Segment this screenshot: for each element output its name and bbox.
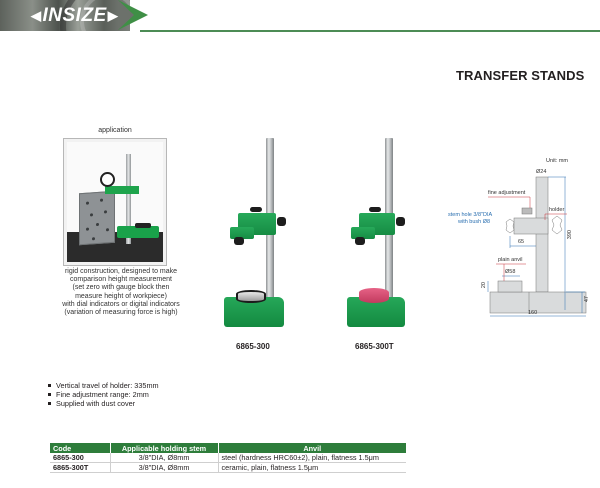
stem-bush-label: with bush Ø8 [458, 219, 491, 225]
anvil-height-dimension: 20 [481, 282, 487, 289]
angle-plate [79, 190, 115, 246]
header-holding-stem: Applicable holding stem [110, 443, 219, 453]
product-code-label: 6865-300T [355, 342, 394, 351]
dimension-drawing-svg [487, 176, 587, 317]
fine-adjustment-label: fine adjustment [488, 190, 526, 196]
column-diameter-label: Ø24 [536, 169, 547, 175]
header-divider [140, 30, 600, 32]
technical-drawing: Unit: mm Ø24 fine adjustment holder stem… [448, 150, 600, 320]
feature-list: Vertical travel of holder: 335mm Fine ad… [48, 381, 159, 408]
banner-chevron-inner-icon [118, 0, 134, 30]
header-code: Code [50, 443, 111, 453]
fine-adjust-knob-icon [250, 207, 262, 212]
cell-anvil: ceramic, plain, flatness 1.5μm [218, 462, 406, 473]
height-dimension: 390 [567, 230, 573, 240]
table-row: 6865-300 3/8"DIA, Ø8mm steel (hardness H… [50, 453, 406, 463]
cell-code: 6865-300 [50, 453, 111, 463]
brand-name: INSIZE [42, 5, 107, 26]
feature-item: Fine adjustment range: 2mm [48, 390, 159, 399]
base-height-dimension: 47 [584, 296, 590, 303]
holder-label: holder [549, 207, 565, 213]
brand-logo: ◀ INSIZE ▶ [30, 5, 119, 27]
arrow-left-icon: ◀ [31, 8, 42, 23]
application-caption: application [98, 127, 132, 134]
application-photo [63, 138, 167, 266]
stem-hole-label: stem hole 3/8"DIA [448, 212, 493, 218]
product-image-6865-300T: 6865-300T [345, 135, 425, 351]
clamp-knob-icon [396, 217, 405, 226]
ceramic-anvil [359, 288, 389, 303]
fine-adjust-knob-icon [369, 207, 381, 212]
product-image-6865-300: 6865-300 [220, 135, 300, 351]
cell-anvil: steel (hardness HRC60±2), plain, flatnes… [218, 453, 406, 463]
clamp-knob-icon [277, 217, 286, 226]
header-banner: ◀ INSIZE ▶ [0, 0, 600, 34]
table-row: 6865-300T 3/8"DIA, Ø8mm ceramic, plain, … [50, 462, 406, 473]
feature-item: Vertical travel of holder: 335mm [48, 381, 159, 390]
anvil [236, 290, 266, 303]
page-title: TRANSFER STANDS [456, 68, 585, 83]
reach-dimension: 65 [518, 239, 525, 245]
banner-photo [0, 0, 130, 31]
stand-holder [105, 186, 139, 194]
cell-holding-stem: 3/8"DIA, Ø8mm [110, 453, 219, 463]
spec-table: Code Applicable holding stem Anvil 6865-… [50, 443, 406, 473]
feature-item: Supplied with dust cover [48, 399, 159, 408]
unit-label: Unit: mm [546, 158, 568, 164]
cell-holding-stem: 3/8"DIA, Ø8mm [110, 462, 219, 473]
cell-code: 6865-300T [50, 462, 111, 473]
header-anvil: Anvil [218, 443, 406, 453]
stand-column [126, 154, 131, 244]
stand-base [117, 226, 159, 238]
stand-anvil [135, 223, 151, 228]
plain-anvil-label: plain anvil [498, 257, 523, 263]
anvil-diameter-label: Ø58 [505, 269, 516, 275]
table-header-row: Code Applicable holding stem Anvil [50, 443, 406, 453]
product-code-label: 6865-300 [236, 342, 270, 351]
base-width-dimension: 160 [528, 310, 538, 316]
application-description: rigid construction, designed to make com… [62, 268, 180, 317]
dial-indicator-icon [100, 172, 115, 187]
arrow-right-icon: ▶ [107, 8, 119, 23]
